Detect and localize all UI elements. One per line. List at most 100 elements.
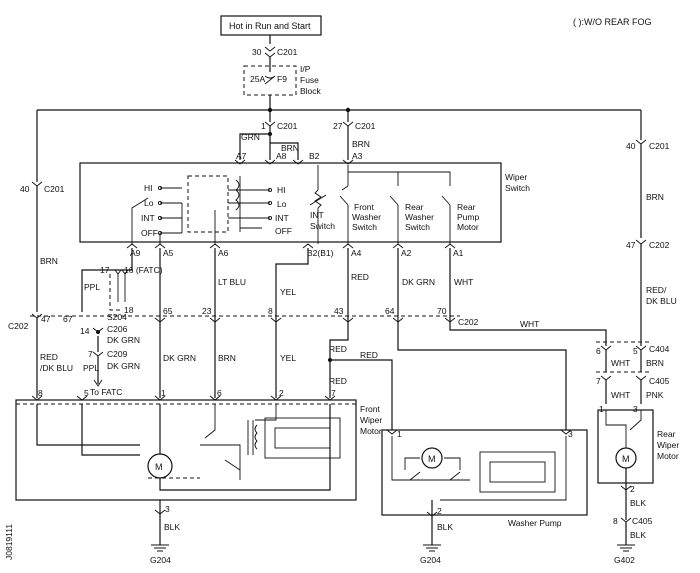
pin-a5: A5 (163, 248, 174, 258)
hot-box (220, 15, 322, 36)
washer-pump-box (381, 429, 588, 516)
switch-title-2: Switch (505, 183, 530, 193)
rear-washer-3: Switch (405, 222, 430, 232)
fuse-rating: 25A (250, 74, 265, 84)
pin-a2: A2 (401, 248, 412, 258)
wiper-switch-box (79, 162, 502, 243)
wp-ground: G204 (420, 555, 441, 565)
r-red: RED/ (646, 285, 667, 295)
r-c201-pin: 40 (626, 141, 636, 151)
switch-title-1: Wiper (505, 172, 527, 182)
c405-7: 7 (596, 376, 601, 386)
washer-motor-symbol (421, 447, 443, 469)
rear-washer-2: Washer (405, 212, 434, 222)
c404-6: 6 (596, 346, 601, 356)
pos2-lo: Lo (277, 199, 287, 209)
wp-blk: BLK (437, 522, 453, 532)
left-c202-47: 47 (41, 314, 51, 324)
fm-name-2: Wiper (360, 415, 382, 425)
c202-8: 8 (268, 306, 273, 316)
c206-pin: 14 (80, 326, 90, 336)
wire-brn-a3: BRN (352, 139, 370, 149)
c405-name: C405 (649, 376, 670, 386)
rm-blk-1: BLK (630, 498, 646, 508)
a4-red: RED (351, 272, 369, 282)
fm-ground: G204 (150, 555, 171, 565)
rm-c405: C405 (632, 516, 653, 526)
wire-grn: GRN (241, 132, 260, 142)
rm-name-3: Motor (657, 451, 679, 461)
rm-pin-3: 3 (633, 404, 638, 414)
pin-b2: B2 (309, 151, 320, 161)
fm-gnd-pin: 3 (165, 504, 170, 514)
int-switch-2: Switch (310, 221, 335, 231)
rear-pump-2: Pump (457, 212, 479, 222)
c209-name: C209 (107, 349, 128, 359)
pos-lo: Lo (144, 198, 154, 208)
c404-name: C404 (649, 344, 670, 354)
fuse-conn-top: C201 (277, 47, 298, 57)
left-dkblu: /DK BLU (40, 363, 73, 373)
fuse-block-l3: Block (300, 86, 322, 96)
c202-23: 23 (202, 306, 212, 316)
left-c202-67: 67 (63, 314, 73, 324)
fm-pin-1: 1 (161, 388, 166, 398)
fm-name-3: Motor (360, 426, 382, 436)
fm-name-1: Front (360, 404, 380, 414)
c206-name: C206 (107, 324, 128, 334)
rm-name-2: Wiper (657, 440, 679, 450)
washer-pump-name: Washer Pump (508, 518, 562, 528)
rear-motor-m: M (622, 454, 630, 464)
washer-motor-m: M (428, 454, 436, 464)
r-dkblu: DK BLU (646, 296, 677, 306)
fuse-block-l1: I/P (300, 64, 311, 74)
fm-pin-2: 2 (279, 388, 284, 398)
wp-pin-3: 3 (568, 429, 573, 439)
a5-dkgrn: DK GRN (163, 353, 196, 363)
rm-pin-2: 2 (630, 484, 635, 494)
pin-a7: A7 (236, 151, 247, 161)
to-fatc: To FATC (90, 387, 122, 397)
rm-ground: G402 (614, 555, 635, 565)
fm-pin-6: 6 (217, 388, 222, 398)
red-2: RED (360, 350, 378, 360)
b2-yel: YEL (280, 287, 296, 297)
c209-dkgrn: DK GRN (107, 361, 140, 371)
left-brn: BRN (40, 256, 58, 266)
front-washer-2: Washer (352, 212, 381, 222)
s204-p16: 16 (FATC) (124, 265, 163, 275)
pin-b2b1: B2(B1) (307, 248, 334, 258)
s204: S204 (107, 312, 127, 322)
rear-pump-3: Motor (457, 222, 479, 232)
wire-brn-a8: BRN (281, 143, 299, 153)
rm-name-1: Rear (657, 429, 676, 439)
pos-off: OFF (141, 228, 158, 238)
r-wht-2: WHT (611, 390, 630, 400)
rear-washer-1: Rear (405, 202, 424, 212)
wp-gnd-pin: 2 (437, 506, 442, 516)
pos2-off: OFF (275, 226, 292, 236)
red-3: RED (329, 376, 347, 386)
front-motor-m: M (155, 462, 163, 472)
left-c202: C202 (8, 321, 29, 331)
s204-p17: 17 (100, 265, 110, 275)
red-1: RED (329, 344, 347, 354)
c201-pin27: 27 (333, 121, 343, 131)
pin-a1: A1 (453, 248, 464, 258)
wp-pin-1: 1 (397, 429, 402, 439)
pin-a6: A6 (218, 248, 229, 258)
pin-a3: A3 (352, 151, 363, 161)
r-brn: BRN (646, 192, 664, 202)
fm-pin-7: 7 (331, 388, 336, 398)
fm-blk: BLK (164, 522, 180, 532)
c201-name27: C201 (355, 121, 376, 131)
c202-right: C202 (458, 317, 479, 327)
front-motor-box (15, 399, 357, 501)
pin-a4: A4 (351, 248, 362, 258)
c405-8: 8 (613, 516, 618, 526)
int-switch-1: INT (310, 210, 324, 220)
c404-5: 5 (633, 346, 638, 356)
pos-int: INT (141, 213, 155, 223)
c201-pin1: 1 (261, 121, 266, 131)
